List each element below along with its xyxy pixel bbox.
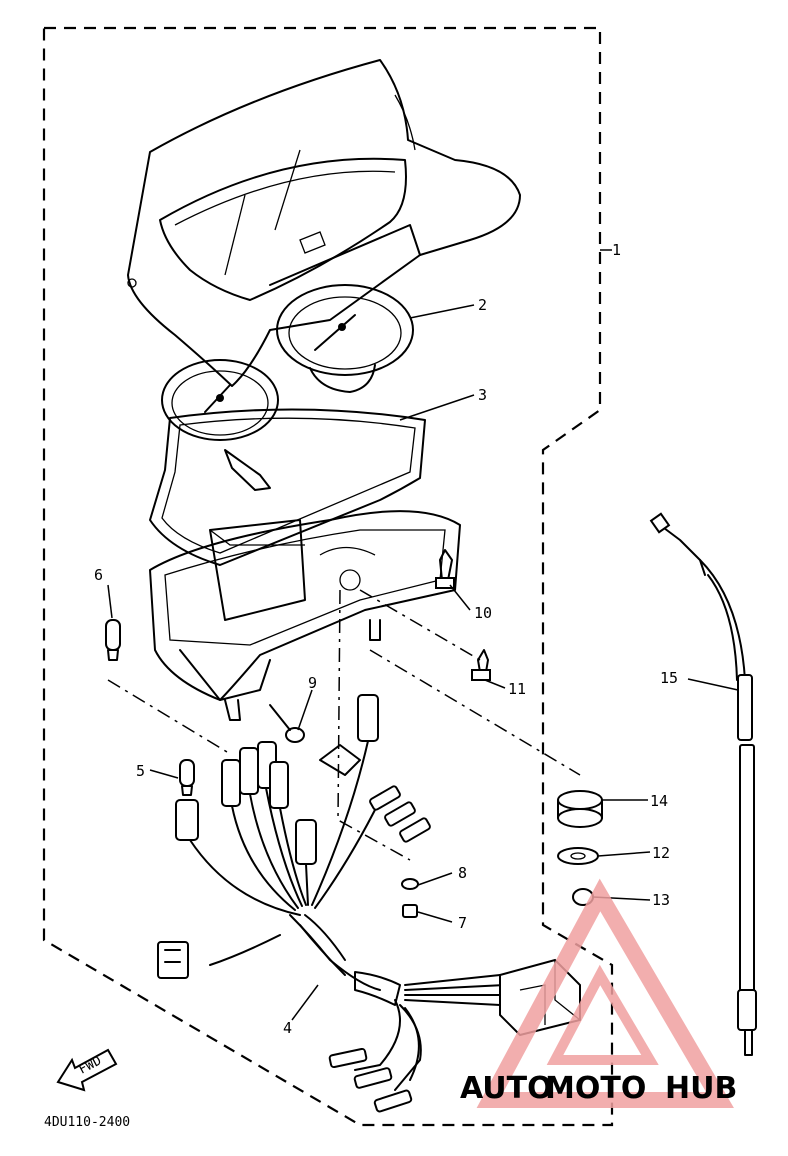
- callout-3: 3: [478, 386, 487, 404]
- washer-12: [557, 847, 599, 865]
- callout-6: 6: [94, 566, 103, 584]
- callout-2: 2: [478, 296, 487, 314]
- callout-9: 9: [308, 674, 317, 692]
- meter-gasket: [149, 408, 426, 566]
- screw-9: [269, 704, 305, 743]
- wire-harness: [175, 694, 506, 1091]
- callout-1: 1: [612, 241, 621, 259]
- callout-12: 12: [652, 844, 670, 862]
- screw-7: [402, 904, 418, 918]
- assembly-boundary: [42, 26, 614, 1127]
- bulb-6: [105, 619, 121, 661]
- callout-8: 8: [458, 864, 467, 882]
- screw-10: [435, 549, 455, 589]
- callout-13: 13: [652, 891, 670, 909]
- watermark-hub: HUB: [665, 1071, 737, 1106]
- tachometer-face: [161, 359, 279, 441]
- screw-11: [471, 649, 491, 681]
- diagram-code: 4DU110-2400: [44, 1115, 130, 1130]
- bulb-5: [179, 759, 195, 796]
- speedometer-cable: [649, 512, 757, 1056]
- speedometer-face: [276, 284, 414, 393]
- meter-case: [149, 510, 461, 721]
- nut-8: [401, 878, 419, 890]
- watermark-logo: AUTO MOTO HUB: [460, 878, 737, 1108]
- connector-left: [157, 941, 189, 979]
- leader-lines: [107, 249, 739, 1021]
- callout-11: 11: [508, 680, 526, 698]
- terminal-plugs: [319, 744, 431, 843]
- watermark-auto: AUTO: [460, 1071, 553, 1106]
- fwd-arrow: FWD: [56, 1048, 118, 1092]
- grommet-14: [557, 790, 603, 828]
- watermark-moto: MOTO: [545, 1071, 646, 1106]
- meter-cover: [127, 59, 521, 387]
- callout-7: 7: [458, 914, 467, 932]
- callout-14: 14: [650, 792, 668, 810]
- watermark-triangle: [476, 878, 734, 1108]
- callout-15: 15: [660, 669, 678, 687]
- callout-5: 5: [136, 762, 145, 780]
- callout-4: 4: [283, 1019, 292, 1037]
- spade-terminals: [328, 1047, 413, 1113]
- callout-10: 10: [474, 604, 492, 622]
